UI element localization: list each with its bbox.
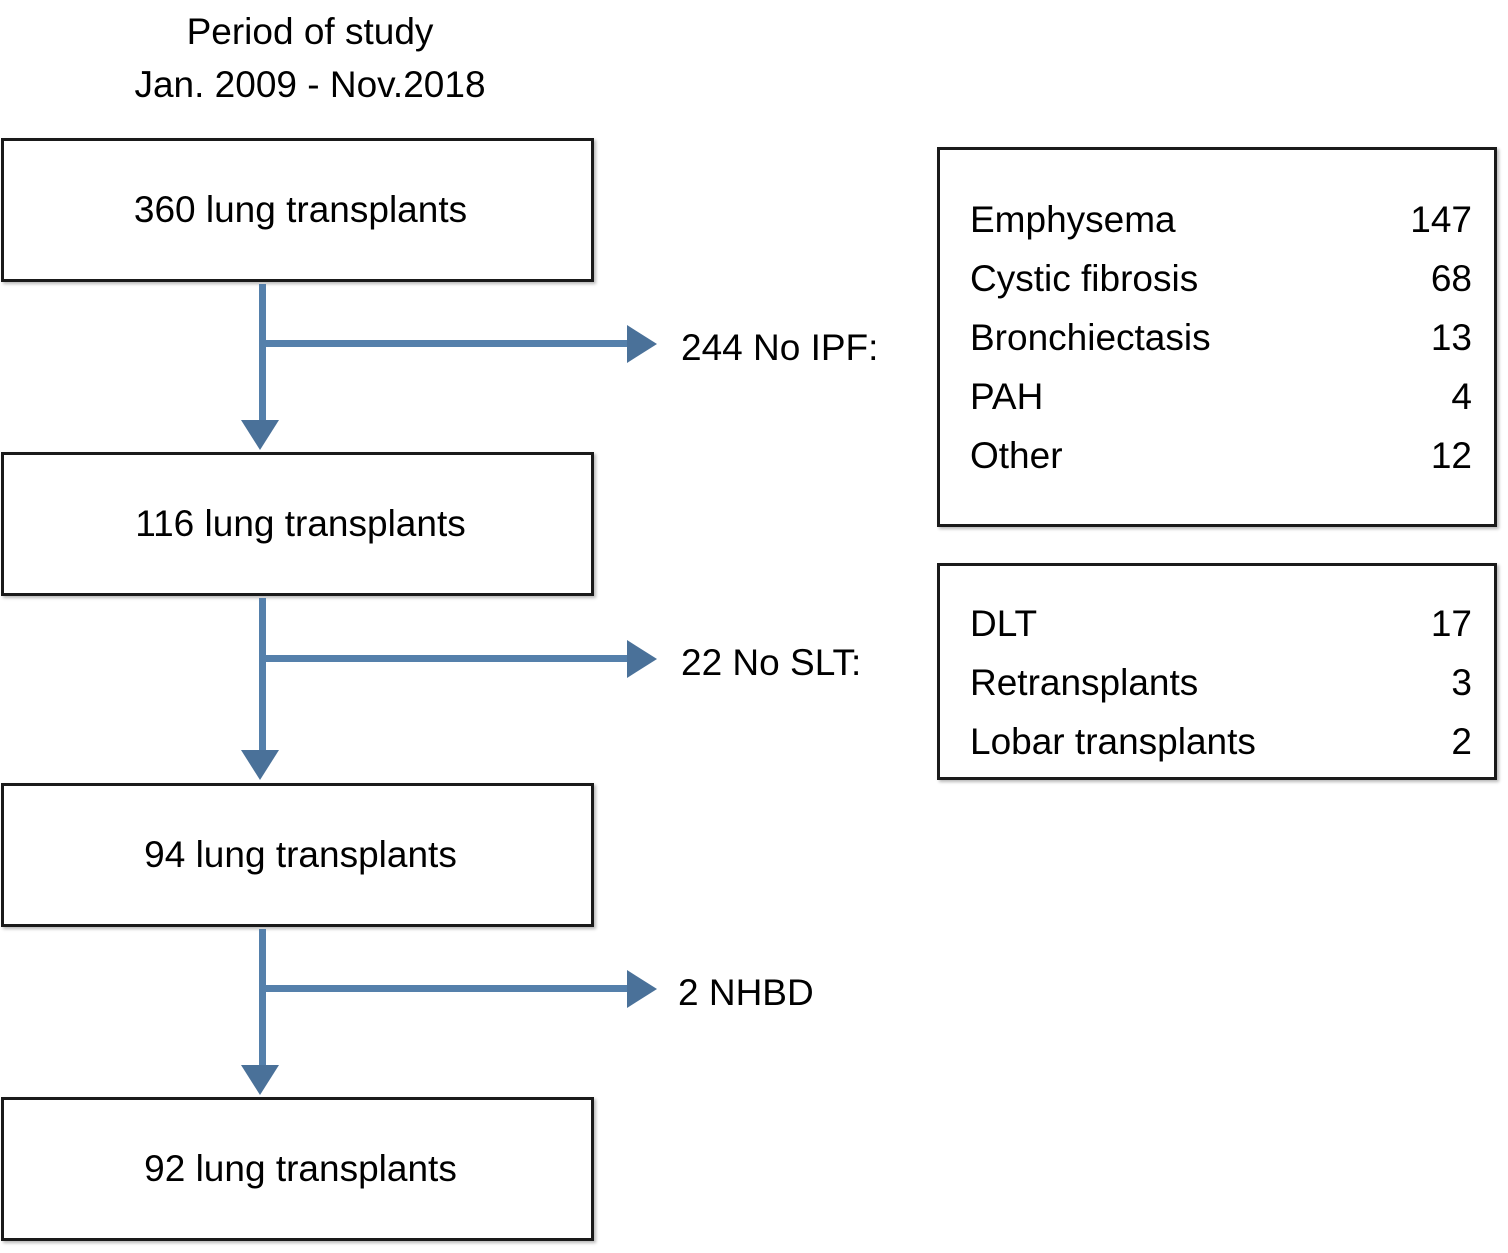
legend-row: Retransplants 3	[970, 653, 1472, 712]
legend-box-no-ipf: Emphysema 147 Cystic fibrosis 68 Bronchi…	[937, 147, 1497, 527]
connector-trunk-2	[259, 598, 266, 755]
legend-row-value: 147	[1410, 199, 1472, 240]
legend-row-value: 12	[1430, 435, 1472, 476]
legend-row-label: Emphysema	[970, 199, 1176, 240]
flow-node-3-label: 94 lung transplants	[144, 834, 457, 875]
legend-row-label: Retransplants	[970, 662, 1199, 703]
legend-row: Emphysema 147	[970, 190, 1472, 249]
branch-label-2: 22 No SLT:	[681, 642, 862, 683]
connector-trunk-3	[259, 929, 266, 1069]
legend-rows-no-ipf: Emphysema 147 Cystic fibrosis 68 Bronchi…	[970, 190, 1472, 485]
legend-row-label: Other	[970, 435, 1063, 476]
legend-row-label: PAH	[970, 376, 1044, 417]
study-period-dates: Jan. 2009 - Nov.2018	[134, 64, 486, 105]
connector-branch-3	[259, 985, 631, 992]
flow-node-1: 360 lung transplants	[1, 138, 594, 282]
legend-row-label: DLT	[970, 603, 1038, 644]
legend-row: Lobar transplants 2	[970, 712, 1472, 771]
legend-row-label: Cystic fibrosis	[970, 258, 1199, 299]
legend-row: Bronchiectasis 13	[970, 308, 1472, 367]
flow-node-2-label: 116 lung transplants	[135, 503, 466, 544]
legend-row-label: Lobar transplants	[970, 721, 1256, 762]
connector-arrowhead-down-3	[241, 1065, 279, 1095]
connector-branch-1	[259, 340, 631, 347]
legend-box-no-slt: DLT 17 Retransplants 3 Lobar transplants…	[937, 563, 1497, 780]
legend-row: Other 12	[970, 426, 1472, 485]
legend-row-value: 4	[1451, 376, 1472, 417]
study-period-title: Period of study	[186, 11, 434, 52]
flow-node-2: 116 lung transplants	[1, 452, 594, 596]
legend-row: PAH 4	[970, 367, 1472, 426]
legend-row-label: Bronchiectasis	[970, 317, 1211, 358]
connector-trunk-1	[259, 284, 266, 424]
flow-node-4-label: 92 lung transplants	[144, 1148, 457, 1189]
connector-arrowhead-down-2	[241, 750, 279, 780]
flow-node-3: 94 lung transplants	[1, 783, 594, 927]
legend-row-value: 3	[1451, 662, 1472, 703]
connector-arrowhead-right-3	[627, 970, 657, 1008]
branch-label-1: 244 No IPF:	[681, 327, 879, 368]
connector-arrowhead-down-1	[241, 420, 279, 450]
legend-rows-no-slt: DLT 17 Retransplants 3 Lobar transplants…	[970, 594, 1472, 771]
connector-branch-2	[259, 655, 631, 662]
legend-row-value: 2	[1451, 721, 1472, 762]
legend-row: Cystic fibrosis 68	[970, 249, 1472, 308]
connector-arrowhead-right-2	[627, 640, 657, 678]
legend-row-value: 68	[1430, 258, 1472, 299]
branch-label-3: 2 NHBD	[678, 972, 814, 1013]
flow-node-4: 92 lung transplants	[1, 1097, 594, 1241]
flow-node-1-label: 360 lung transplants	[133, 189, 468, 230]
legend-row: DLT 17	[970, 594, 1472, 653]
legend-row-value: 13	[1430, 317, 1472, 358]
connector-arrowhead-right-1	[627, 325, 657, 363]
legend-row-value: 17	[1430, 603, 1472, 644]
